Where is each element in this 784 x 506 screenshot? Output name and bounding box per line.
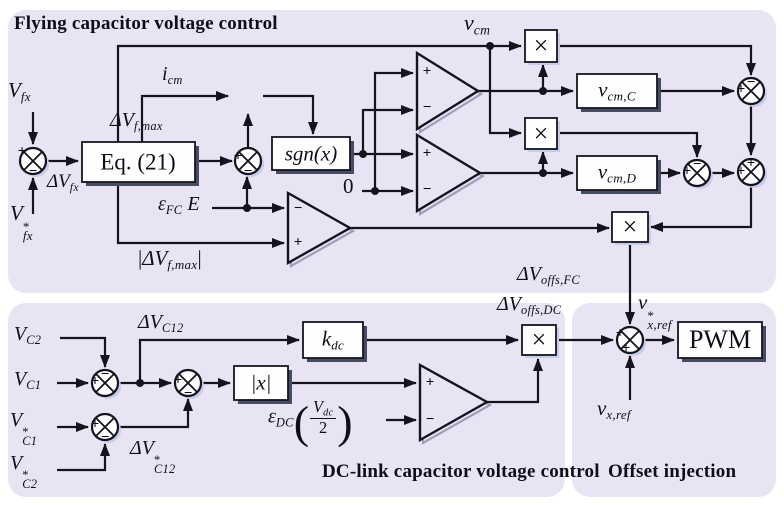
multiplier-dc: [521, 324, 557, 356]
comparator-dc-threshold: [418, 362, 490, 443]
block-abs-x: [233, 365, 289, 401]
junction-dots: [136, 42, 547, 387]
multiplier-top: [524, 29, 558, 63]
block-sgn: [271, 136, 351, 171]
multiplier-fc: [611, 211, 649, 243]
fc-wiring: [28, 41, 756, 325]
block-k-dc: [302, 321, 364, 359]
block-pwm: [677, 321, 763, 359]
comparators: [286, 50, 493, 445]
comparator-sign-negative: [415, 132, 483, 214]
comparator-sign-positive: [415, 50, 481, 132]
block-v-cm-c: [576, 73, 658, 109]
block-eq21: [81, 141, 196, 183]
multiplier-mid: [524, 117, 558, 150]
comparator-fc-threshold: [286, 190, 353, 266]
blocks: [81, 29, 766, 404]
dc-wiring: [57, 335, 675, 472]
block-v-cm-d: [576, 155, 658, 191]
summing-junctions: [18, 76, 767, 443]
